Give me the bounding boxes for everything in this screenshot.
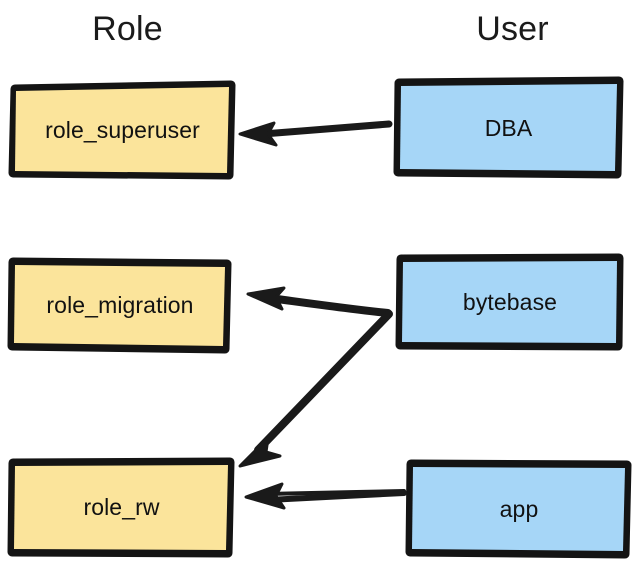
edge-app-to-role-rw xyxy=(244,482,407,510)
node-label: role_rw xyxy=(83,494,160,520)
node-role-migration[interactable]: role_migration xyxy=(7,255,232,355)
edge-bytebase-to-role-rw xyxy=(238,310,393,468)
node-frame-role-migration xyxy=(7,257,232,354)
node-label: app xyxy=(499,495,539,522)
node-dba[interactable]: DBA xyxy=(393,76,624,180)
node-bytebase[interactable]: bytebase xyxy=(395,253,624,352)
edge-bytebase-to-role-migration xyxy=(246,286,392,317)
node-frame-dba xyxy=(393,76,624,179)
node-role-superuser[interactable]: role_superuser xyxy=(8,80,236,180)
node-frame-app xyxy=(405,459,632,559)
node-frame-bytebase xyxy=(395,253,624,351)
node-label: role_superuser xyxy=(45,116,200,143)
node-role-rw[interactable]: role_rw xyxy=(7,456,235,559)
column-header-role: Role xyxy=(92,10,163,48)
edge-dba-to-role-superuser xyxy=(238,120,393,147)
node-frame-role-rw xyxy=(7,457,235,558)
column-header-user: User xyxy=(476,10,549,48)
node-frame-role-superuser xyxy=(8,80,236,180)
node-app[interactable]: app xyxy=(405,458,632,560)
node-label: bytebase xyxy=(462,289,558,315)
node-label: role_migration xyxy=(46,291,194,318)
node-label: DBA xyxy=(484,114,533,141)
